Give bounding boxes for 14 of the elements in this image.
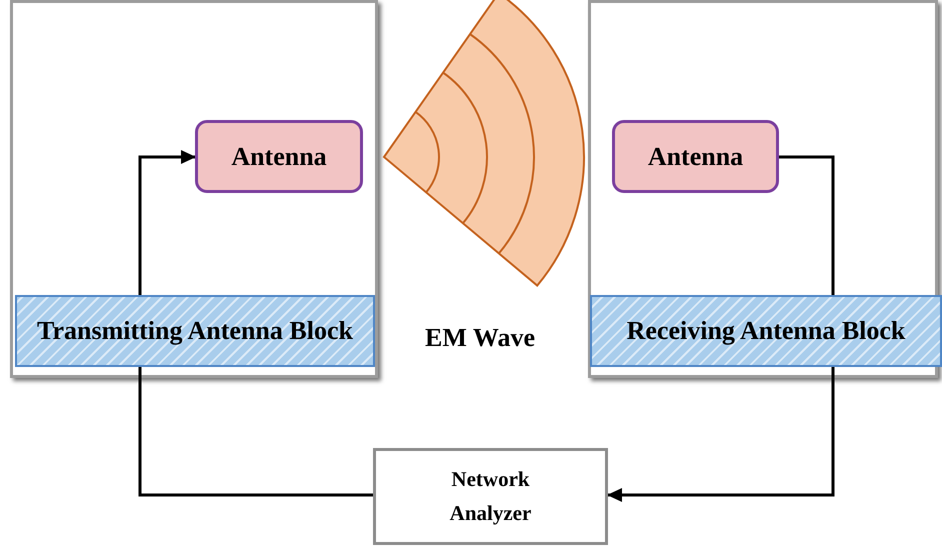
antenna-label: Antenna [648,142,744,172]
connector-arrow [607,367,834,502]
antenna-box [612,120,779,193]
analyzer-label: Network Analyzer [448,466,532,526]
analyzer-box [373,448,608,545]
antenna-block-band [15,295,375,367]
block-label: Receiving Antenna Block [626,316,906,346]
panel-background [10,0,378,378]
wave-label: EM Wave [425,323,536,353]
connector-arrow [138,150,196,295]
antenna-label: Antenna [231,142,327,172]
antenna-block-band [590,295,942,367]
antenna-box [195,120,363,193]
block-label: Transmitting Antenna Block [37,316,353,346]
